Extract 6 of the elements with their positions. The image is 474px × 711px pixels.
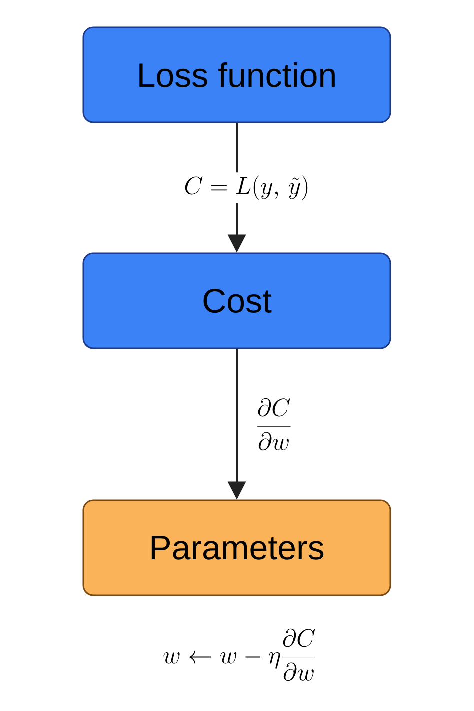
process-box: Loss function: [82, 26, 392, 124]
edge-label: $\frac{\partial C}{\partial w}$: [257, 398, 291, 451]
process-box: Parameters: [82, 500, 392, 596]
update-rule: $w \leftarrow w - \eta \frac{\partial C}{\partial w}$: [164, 628, 316, 682]
edge-label: $C = L(y,\, \tilde{y})$: [181, 172, 313, 204]
process-box: Cost: [82, 252, 392, 350]
